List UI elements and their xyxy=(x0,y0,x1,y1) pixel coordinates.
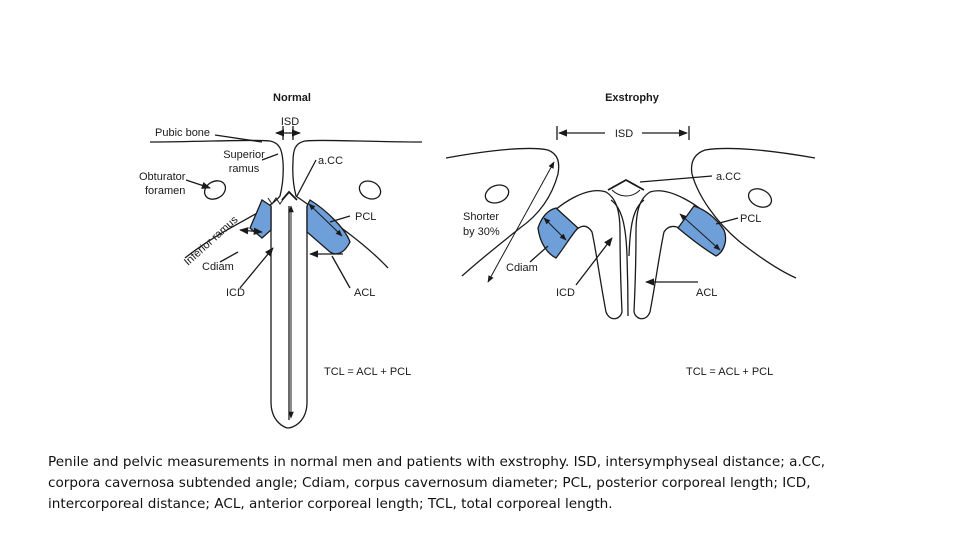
exstrophy-title: Exstrophy xyxy=(605,92,660,104)
exstrophy-crus-left xyxy=(537,207,579,259)
exstrophy-tcl-label: TCL = ACL + PCL xyxy=(686,366,773,378)
normal-pubic-bone-leader xyxy=(214,134,263,143)
normal-tcl-label: TCL = ACL + PCL xyxy=(324,366,411,378)
normal-icd-label: ICD xyxy=(226,287,245,299)
exstrophy-acc-arc xyxy=(611,189,641,197)
exstrophy-icd-leader xyxy=(575,237,613,286)
normal-pcl-label: PCL xyxy=(355,211,376,223)
normal-obturator-right xyxy=(358,180,382,200)
exstrophy-panel: Exstrophy ISD a.CC Shorte xyxy=(445,92,816,378)
exstrophy-acl-label: ACL xyxy=(696,287,717,299)
normal-acc-angle xyxy=(281,190,298,201)
exstrophy-shorter-label-1: Shorter xyxy=(463,211,499,223)
normal-panel: Normal ISD Pu xyxy=(139,92,423,429)
exstrophy-corpora-right xyxy=(633,190,719,320)
exstrophy-obturator-left xyxy=(484,184,510,204)
normal-title: Normal xyxy=(273,92,311,104)
exstrophy-pcl-leader xyxy=(715,217,739,225)
normal-obturator-label-2: foramen xyxy=(145,185,185,197)
normal-crus-hatch xyxy=(267,197,285,205)
normal-cdiam-leader xyxy=(219,251,239,263)
normal-icd-leader xyxy=(239,247,274,289)
exstrophy-shorter-arrow xyxy=(487,161,555,283)
exstrophy-acc-leader xyxy=(639,175,713,183)
normal-pubic-bone-label: Pubic bone xyxy=(155,127,210,139)
normal-acl-leader xyxy=(331,255,351,289)
normal-obturator-left xyxy=(203,180,227,200)
normal-superior-ramus-leader xyxy=(261,153,279,161)
exstrophy-corpora-left xyxy=(537,190,623,320)
normal-acc-label: a.CC xyxy=(318,155,343,167)
exstrophy-cdiam-label: Cdiam xyxy=(506,262,538,274)
exstrophy-cdiam-leader xyxy=(529,245,549,263)
exstrophy-icd-label: ICD xyxy=(556,287,575,299)
exstrophy-obturator-right xyxy=(747,188,773,208)
exstrophy-corpora-inner xyxy=(610,199,645,317)
exstrophy-pcl-arrow xyxy=(679,213,721,251)
exstrophy-acc-angle xyxy=(607,178,645,191)
exstrophy-shorter-label-2: by 30% xyxy=(463,226,500,238)
exstrophy-pelvis-right xyxy=(690,147,816,279)
normal-pcl-arrow xyxy=(308,203,343,237)
normal-penile-shaft xyxy=(270,206,308,429)
normal-cdiam-label: Cdiam xyxy=(202,261,234,273)
normal-obturator-leader xyxy=(185,179,211,189)
normal-pelvis-left xyxy=(149,139,284,259)
normal-acl-label: ACL xyxy=(354,287,375,299)
normal-isd-label: ISD xyxy=(281,116,299,128)
normal-acc-leader xyxy=(296,159,317,197)
figure-caption: Penile and pelvic measurements in normal… xyxy=(48,454,826,512)
normal-obturator-label-1: Obturator xyxy=(139,171,186,183)
normal-superior-ramus-label-1: Superior xyxy=(223,149,265,161)
normal-superior-ramus-label-2: ramus xyxy=(229,163,260,175)
normal-cdiam-arrow xyxy=(239,227,263,235)
exstrophy-pcl-label: PCL xyxy=(740,213,761,225)
exstrophy-isd-label: ISD xyxy=(615,128,633,140)
exstrophy-cdiam-arrow xyxy=(543,217,567,241)
exstrophy-acc-label: a.CC xyxy=(716,171,741,183)
